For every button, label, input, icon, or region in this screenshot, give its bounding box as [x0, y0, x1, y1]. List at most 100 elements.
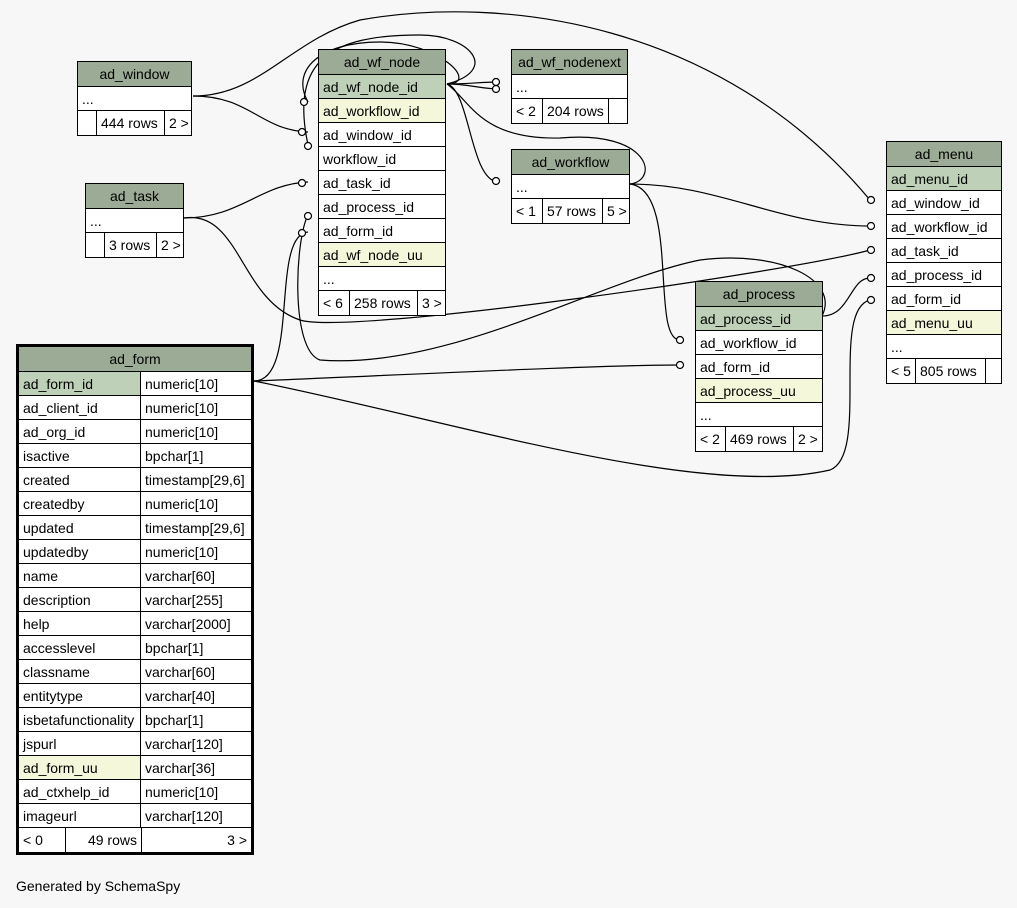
edge-wfnode-self-2 — [302, 41, 460, 103]
children-count[interactable] — [608, 99, 627, 123]
edge-task-wfnode — [183, 181, 309, 219]
table-header[interactable]: ad_process — [696, 282, 822, 307]
column-row: ad_task_id — [319, 171, 445, 195]
edge-end-marker — [297, 228, 307, 238]
children-count[interactable]: 2 > — [164, 111, 191, 135]
column-name: name — [19, 564, 140, 588]
column-type: bpchar[1] — [140, 444, 251, 468]
parents-count[interactable]: < 0 — [23, 832, 43, 848]
column-row: ad_form_id — [696, 355, 822, 379]
column-name: entitytype — [19, 684, 140, 708]
generated-by-note: Generated by SchemaSpy — [16, 878, 181, 894]
table-header[interactable]: ad_wf_node — [319, 50, 445, 75]
parents-count[interactable]: < 5 — [891, 363, 911, 379]
children-count[interactable]: 3 > — [141, 828, 251, 852]
column-row: ... — [512, 175, 629, 199]
column-type: numeric[10] — [140, 420, 251, 444]
column-row: ad_form_id — [319, 219, 445, 243]
edge-window-menu — [192, 11, 871, 201]
column-name: created — [19, 468, 140, 492]
edge-process-wfnode — [297, 214, 826, 362]
column-row: ... — [512, 75, 627, 99]
table-footer: < 2 204 rows — [512, 99, 627, 123]
column-type: varchar[60] — [140, 660, 251, 684]
column-type: varchar[120] — [140, 732, 251, 756]
table-ad-wf-nodenext[interactable]: ad_wf_nodenext ... < 2 204 rows — [511, 49, 628, 124]
children-count[interactable] — [985, 359, 1001, 383]
table-header[interactable]: ad_menu — [887, 142, 1001, 167]
table-ad-window[interactable]: ad_window ... 444 rows 2 > — [77, 61, 192, 136]
edge-workflow-process — [629, 183, 681, 341]
column-type: numeric[10] — [140, 540, 251, 564]
row-count: 204 rows — [542, 99, 608, 123]
edge-end-marker — [303, 141, 313, 151]
column-type: varchar[36] — [140, 756, 251, 780]
parents-count[interactable] — [78, 111, 96, 135]
table-header[interactable]: ad_wf_nodenext — [512, 50, 627, 75]
column-row: ad_menu_uu — [887, 311, 1001, 335]
column-type: varchar[120] — [140, 804, 251, 828]
row-count: 805 rows — [915, 359, 985, 383]
row-count: 57 rows — [542, 199, 602, 223]
column-type: timestamp[29,6] — [140, 468, 251, 492]
parents-count[interactable]: < 1 — [516, 203, 536, 219]
parents-count[interactable]: < 2 — [700, 431, 720, 447]
column-name: description — [19, 588, 140, 612]
table-footer: < 6 258 rows 3 > — [319, 291, 445, 315]
table-ad-wf-node[interactable]: ad_wf_node ad_wf_node_id ad_workflow_id … — [318, 49, 446, 316]
children-count[interactable]: 3 > — [417, 291, 445, 315]
column-row: ad_task_id — [887, 239, 1001, 263]
column-name: ad_ctxhelp_id — [19, 780, 140, 804]
column-row: ad_wf_node_uu — [319, 243, 445, 267]
edge-end-marker — [866, 295, 876, 305]
table-ad-task[interactable]: ad_task ... 3 rows 2 > — [85, 183, 184, 258]
column-name: createdby — [19, 492, 140, 516]
column-row: ... — [78, 87, 191, 111]
column-type: timestamp[29,6] — [140, 516, 251, 540]
children-count[interactable]: 5 > — [602, 199, 629, 223]
table-footer: < 5 805 rows — [887, 359, 1001, 383]
column-name: ad_form_uu — [19, 756, 140, 780]
column-row: ad_form_id — [887, 287, 1001, 311]
table-header[interactable]: ad_task — [86, 184, 183, 209]
column-name: updated — [19, 516, 140, 540]
children-count[interactable]: 2 > — [793, 427, 822, 451]
column-row: ad_workflow_id — [319, 99, 445, 123]
table-footer: < 0 49 rows 3 > — [19, 828, 251, 852]
table-footer: < 1 57 rows 5 > — [512, 199, 629, 223]
column-row: ad_process_id — [887, 263, 1001, 287]
column-type: bpchar[1] — [140, 636, 251, 660]
edge-end-marker — [303, 211, 313, 221]
children-count[interactable]: 2 > — [156, 233, 183, 257]
parents-count[interactable]: < 6 — [323, 295, 343, 311]
edge-end-marker — [491, 176, 501, 186]
parents-count[interactable] — [86, 233, 104, 257]
column-name: isbetafunctionality — [19, 708, 140, 732]
table-header[interactable]: ad_workflow — [512, 150, 629, 175]
column-name: help — [19, 612, 140, 636]
column-type: numeric[10] — [140, 780, 251, 804]
table-ad-process[interactable]: ad_process ad_process_id ad_workflow_id … — [695, 281, 823, 452]
column-type: varchar[40] — [140, 684, 251, 708]
row-count: 3 rows — [104, 233, 156, 257]
edge-wfnode-self — [303, 34, 476, 146]
edge-end-marker — [866, 195, 876, 205]
edge-window-wfnode — [192, 95, 309, 133]
table-footer: 3 rows 2 > — [86, 233, 183, 257]
edge-end-marker — [297, 127, 307, 137]
table-header[interactable]: ad_form — [19, 347, 251, 372]
parents-count[interactable]: < 2 — [516, 103, 536, 119]
table-ad-workflow[interactable]: ad_workflow ... < 1 57 rows 5 > — [511, 149, 630, 224]
edge-end-marker — [866, 221, 876, 231]
column-type: numeric[10] — [140, 372, 251, 396]
edge-end-marker — [866, 273, 876, 283]
column-row: ad_wf_node_id — [319, 75, 445, 99]
edge-task-menu — [183, 217, 871, 324]
edge-end-marker — [297, 178, 307, 188]
column-row: ... — [319, 267, 445, 291]
column-name: ad_org_id — [19, 420, 140, 444]
table-header[interactable]: ad_window — [78, 62, 191, 87]
table-ad-menu[interactable]: ad_menu ad_menu_id ad_window_id ad_workf… — [886, 141, 1002, 384]
